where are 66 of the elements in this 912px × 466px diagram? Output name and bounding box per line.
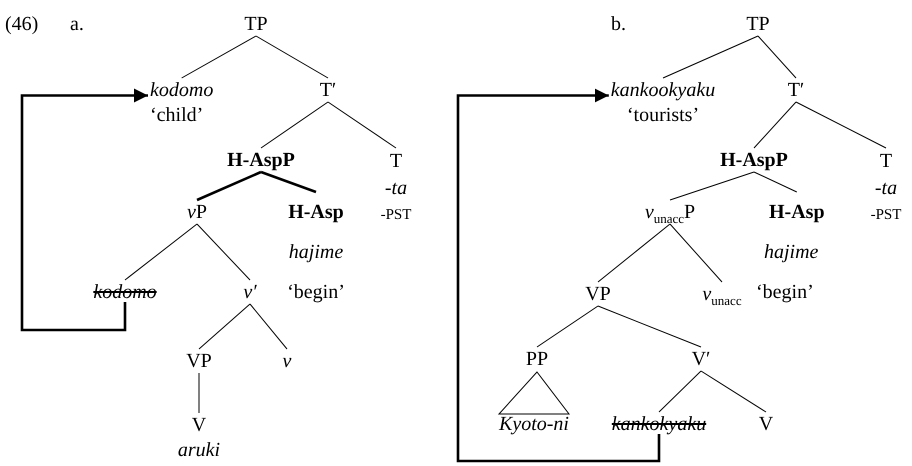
movement-arrow xyxy=(20,88,148,332)
category-label: H-Asp xyxy=(769,200,825,225)
word-label: kankookyaku xyxy=(610,78,716,103)
category-label: TP xyxy=(244,12,268,36)
branch-line xyxy=(658,370,702,412)
branch-line xyxy=(662,36,758,78)
subexample-letter: a. xyxy=(70,12,84,36)
category-label: VP xyxy=(186,349,212,373)
movement-arrow xyxy=(456,88,660,462)
branch-line xyxy=(536,306,598,348)
gloss-label: -PST xyxy=(870,206,902,225)
category-label: VP xyxy=(585,282,611,306)
category-label: v′ xyxy=(243,280,257,304)
branch-line xyxy=(670,172,754,200)
word-label: aruki xyxy=(178,438,220,463)
branch-line xyxy=(198,304,250,350)
triangle-branch xyxy=(498,371,570,414)
branch-line xyxy=(796,102,886,148)
subexample-letter: b. xyxy=(611,12,626,36)
branch-line xyxy=(598,224,670,282)
category-label: V′ xyxy=(692,347,710,371)
category-label: H-Asp xyxy=(288,200,344,225)
gloss-label: ‘child’ xyxy=(150,103,204,128)
category-label: V xyxy=(192,413,206,438)
branch-line xyxy=(754,172,798,192)
category-label: H-AspP xyxy=(720,148,788,172)
category-label: T′ xyxy=(320,78,336,102)
branch-line xyxy=(196,170,262,202)
category-label: vP xyxy=(187,200,207,224)
branch-line xyxy=(250,304,288,350)
category-label: PP xyxy=(526,347,548,371)
gloss-label: ‘begin’ xyxy=(287,280,345,305)
category-label: T xyxy=(390,149,402,174)
category-label: T xyxy=(880,149,892,174)
category-label: V xyxy=(758,412,774,436)
gloss-label: -PST xyxy=(380,206,412,225)
word-label: kodomo xyxy=(150,78,214,103)
branch-line xyxy=(598,306,702,348)
category-label: v xyxy=(282,349,292,373)
branch-line xyxy=(754,102,796,148)
category-label: v$_{unacc}$ xyxy=(702,282,742,306)
trace-label: kodomo xyxy=(93,280,157,304)
branch-line xyxy=(670,224,722,282)
branch-line xyxy=(181,36,256,78)
morpheme-label: hajime xyxy=(288,240,344,265)
branch-line xyxy=(124,224,198,280)
morpheme-label: hajime xyxy=(764,240,818,265)
gloss-label: ‘tourists’ xyxy=(626,103,700,128)
morpheme-label: -ta xyxy=(384,176,408,201)
word-label: Kyoto-ni xyxy=(499,412,569,436)
branch-line xyxy=(328,102,396,148)
category-label: v$_{unacc}$P xyxy=(644,200,696,224)
branch-line xyxy=(256,36,328,78)
branch-line xyxy=(260,170,316,194)
branch-line xyxy=(260,102,328,148)
category-label: TP xyxy=(746,12,770,36)
category-label: T′ xyxy=(788,78,804,102)
branch-line xyxy=(700,370,766,412)
branch-line xyxy=(758,36,796,78)
trace-label: kankokyaku xyxy=(612,412,706,436)
morpheme-label: -ta xyxy=(874,176,898,201)
example-number: (46) xyxy=(5,12,38,36)
category-label: H-AspP xyxy=(227,148,295,172)
gloss-label: ‘begin’ xyxy=(756,280,814,305)
branch-line xyxy=(196,224,250,280)
branch-line xyxy=(198,372,200,414)
